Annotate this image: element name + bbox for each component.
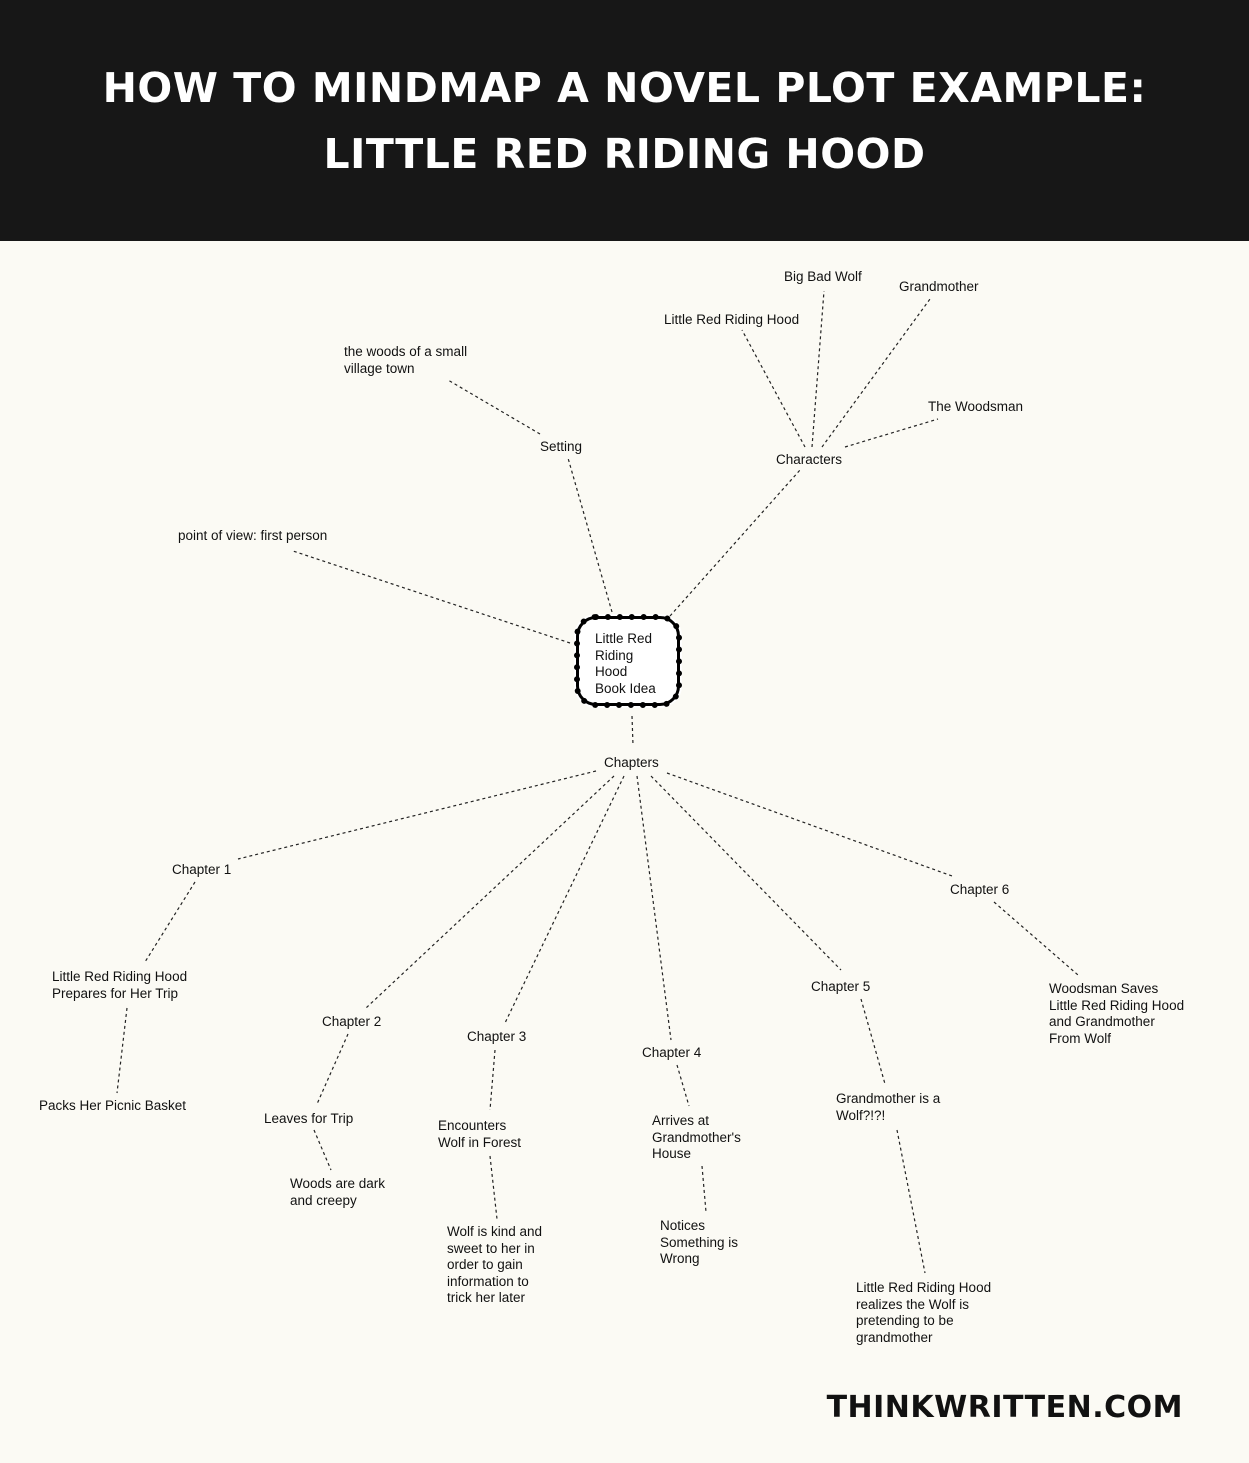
link-char-grandmother — [821, 298, 931, 448]
node-chapter-4-event-2[interactable]: Notices Something is Wrong — [660, 1218, 739, 1266]
node-setting[interactable]: Setting — [540, 439, 583, 454]
site-watermark: THINKWRITTEN.COM — [826, 1390, 1183, 1425]
link-setting-detail — [447, 379, 541, 435]
node-chapter-3[interactable]: Chapter 3 — [467, 1029, 527, 1044]
node-chapter-5-event-2[interactable]: Little Red Riding Hood realizes the Wolf… — [856, 1280, 992, 1345]
link-ch4-e1 — [676, 1064, 690, 1107]
central-node-label: Little Red Riding Hood Book Idea — [595, 631, 656, 696]
node-chapter-3-event-1[interactable]: Encounters Wolf in Forest — [438, 1118, 522, 1150]
link-char-woodsman — [844, 418, 939, 448]
node-chapter-2-event-1[interactable]: Leaves for Trip — [264, 1111, 354, 1126]
link-chapters-ch5 — [650, 775, 842, 971]
link-ch1-e2 — [116, 1007, 128, 1094]
node-characters[interactable]: Characters — [776, 452, 843, 467]
node-chapter-5-event-1[interactable]: Grandmother is a Wolf?!?! — [836, 1091, 941, 1123]
node-chapter-6[interactable]: Chapter 6 — [950, 882, 1010, 897]
link-chapters-ch6 — [666, 772, 953, 877]
link-chapters-ch3 — [504, 775, 625, 1024]
link-ch6-e1 — [993, 901, 1079, 976]
link-center-characters — [669, 469, 801, 617]
node-character-wolf[interactable]: Big Bad Wolf — [784, 269, 862, 284]
link-char-wolf — [811, 290, 825, 448]
link-ch2-e1 — [316, 1033, 349, 1105]
link-ch3-e2 — [489, 1155, 498, 1220]
node-chapter-5[interactable]: Chapter 5 — [811, 979, 871, 994]
node-character-lrrh[interactable]: Little Red Riding Hood — [664, 312, 800, 327]
node-chapter-3-event-2[interactable]: Wolf is kind and sweet to her in order t… — [447, 1224, 543, 1305]
title-line-2: LITTLE RED RIDING HOOD — [323, 129, 926, 178]
node-chapter-4[interactable]: Chapter 4 — [642, 1045, 702, 1060]
link-center-chapters — [631, 715, 634, 746]
node-setting-detail[interactable]: the woods of a small village town — [344, 344, 468, 376]
link-ch3-e1 — [489, 1049, 496, 1111]
link-center-setting — [567, 457, 613, 613]
node-chapters[interactable]: Chapters — [604, 755, 659, 770]
node-chapter-2[interactable]: Chapter 2 — [322, 1014, 382, 1029]
node-chapter-6-event-1[interactable]: Woodsman Saves Little Red Riding Hood an… — [1049, 981, 1185, 1046]
link-char-lrrh — [741, 329, 806, 448]
node-character-grandmother[interactable]: Grandmother — [899, 279, 979, 294]
central-node-frame[interactable] — [574, 614, 682, 708]
node-chapter-1-event-2[interactable]: Packs Her Picnic Basket — [39, 1098, 187, 1113]
node-point-of-view[interactable]: point of view: first person — [178, 528, 328, 543]
title-line-1: HOW TO MINDMAP A NOVEL PLOT EXAMPLE: — [102, 63, 1147, 112]
node-character-woodsman[interactable]: The Woodsman — [928, 399, 1024, 414]
link-chapters-ch1 — [237, 770, 597, 860]
link-ch4-e2 — [701, 1165, 707, 1213]
link-chapters-ch4 — [636, 775, 672, 1041]
link-ch5-e1 — [860, 998, 886, 1085]
node-chapter-4-event-1[interactable]: Arrives at Grandmother's House — [652, 1113, 741, 1161]
link-ch2-e2 — [313, 1129, 332, 1171]
link-center-pov — [292, 550, 571, 644]
title-banner: HOW TO MINDMAP A NOVEL PLOT EXAMPLE: LIT… — [0, 0, 1249, 241]
node-chapter-1[interactable]: Chapter 1 — [172, 862, 232, 877]
link-ch5-e2 — [896, 1129, 926, 1274]
link-ch1-e1 — [144, 881, 196, 963]
node-chapter-1-event-1[interactable]: Little Red Riding Hood Prepares for Her … — [52, 969, 188, 1001]
link-chapters-ch2 — [365, 775, 615, 1009]
node-chapter-2-event-2[interactable]: Woods are dark and creepy — [290, 1176, 386, 1208]
